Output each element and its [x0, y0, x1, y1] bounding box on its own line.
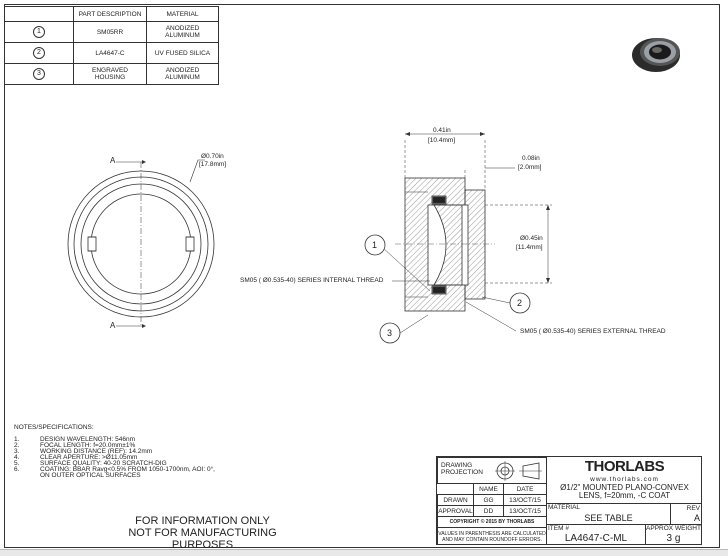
- thorlabs-logo: THORLABS: [584, 458, 665, 475]
- list-item: 1.DESIGN WAVELENGTH: 546nm: [14, 436, 135, 443]
- weight-value: 3 g: [666, 533, 681, 544]
- balloon-2: 2: [517, 298, 523, 308]
- lip-dim-in: 0.08in: [522, 155, 540, 162]
- width-dim-mm: [10.4mm]: [428, 137, 456, 144]
- material-value: SEE TABLE: [584, 513, 633, 523]
- list-item: 5.SURFACE QUALITY: 40-20 SCRATCH-DIG: [14, 460, 167, 467]
- table-row: 2 LA4647-C UV FUSED SILICA: [4, 42, 219, 64]
- lip-dim-mm: [2.0mm]: [518, 164, 542, 171]
- item-value: LA4647-C-ML: [564, 533, 628, 544]
- front-diameter-mm: [17.8mm]: [199, 161, 227, 168]
- third-angle-projection-icon: [495, 461, 542, 481]
- list-item: ON OUTER OPTICAL SURFACES: [40, 472, 141, 479]
- item-number-circle: 1: [33, 26, 45, 38]
- section-mark-a-bottom: A: [110, 321, 116, 330]
- balloon-3: 3: [387, 328, 393, 338]
- material-label: MATERIAL: [548, 504, 581, 511]
- rev-value: A: [693, 513, 700, 523]
- item-number-circle: 3: [33, 68, 45, 80]
- parts-table: PART DESCRIPTION MATERIAL 1 SM05RR ANODI…: [4, 6, 219, 85]
- list-item: 3.WORKING DISTANCE (REF): 14.2mm: [14, 448, 153, 455]
- product-photo: [632, 38, 680, 72]
- front-view: [67, 159, 215, 328]
- weight-cell: [645, 524, 702, 545]
- aperture-dim-mm: [11.4mm]: [516, 244, 543, 251]
- section-mark-a-top: A: [110, 156, 116, 165]
- list-item: 6.COATING: BBAR Ravg<0.5% FROM 1050-1700…: [14, 466, 215, 473]
- width-dim-in: 0.41in: [433, 127, 451, 134]
- info-notice: FOR INFORMATION ONLY NOT FOR MANUFACTURI…: [128, 515, 277, 551]
- notes-specifications: NOTES/SPECIFICATIONS: 1.DESIGN WAVELENGT…: [14, 424, 215, 479]
- list-item: 4.CLEAR APERTURE: >Ø11.05mm: [14, 454, 138, 461]
- drawing-border: [4, 4, 720, 548]
- rev-label: REV: [686, 505, 700, 512]
- notes-heading: NOTES/SPECIFICATIONS:: [14, 424, 94, 431]
- balloon-1: 1: [372, 240, 378, 250]
- list-item: 2.FOCAL LENGTH: f=20.0mm±1%: [14, 442, 136, 449]
- external-thread-label: SM05 ( Ø0.535-40) SERIES EXTERNAL THREAD: [520, 328, 666, 335]
- weight-label: APPROX WEIGHT: [646, 525, 701, 532]
- website-text: www.thorlabs.com: [590, 476, 659, 483]
- item-number-circle: 2: [33, 47, 45, 59]
- internal-thread-label: SM05 ( Ø0.535-40) SERIES INTERNAL THREAD: [240, 277, 384, 284]
- section-view: [364, 132, 552, 344]
- bottom-scrollbar[interactable]: [0, 549, 728, 556]
- front-diameter-in: Ø0.70in: [201, 153, 224, 160]
- item-label: ITEM #: [548, 525, 569, 532]
- aperture-dim-in: Ø0.45in: [520, 235, 543, 242]
